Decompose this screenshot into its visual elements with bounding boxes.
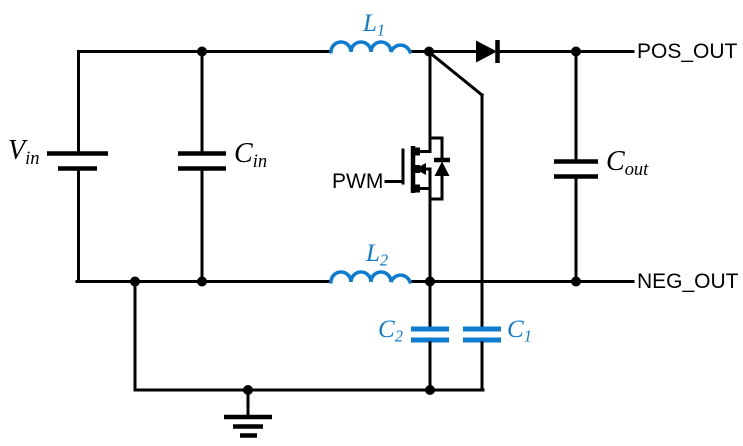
neg-out-net-label: NEG_OUT bbox=[637, 270, 739, 293]
c1-label: C1 bbox=[507, 316, 532, 346]
junction-dots bbox=[130, 46, 581, 395]
output-capacitor-symbol bbox=[554, 50, 598, 283]
capacitor-c2-symbol bbox=[411, 280, 449, 392]
vin-label: Vin bbox=[8, 135, 40, 169]
capacitor-c1-symbol bbox=[463, 326, 501, 392]
inductor-l2-symbol bbox=[329, 270, 412, 284]
pwm-label: PWM bbox=[332, 170, 384, 193]
dc-source-symbol bbox=[47, 50, 108, 283]
inductor-l1-symbol bbox=[329, 40, 412, 54]
cout-label: Cout bbox=[606, 146, 649, 180]
input-capacitor-symbol bbox=[178, 50, 226, 283]
ground-symbol bbox=[224, 388, 272, 438]
pos-out-net-label: POS_OUT bbox=[637, 40, 738, 63]
c2-label: C2 bbox=[378, 316, 403, 346]
mosfet-symbol bbox=[384, 50, 450, 283]
diode-symbol bbox=[476, 40, 500, 63]
cin-label: Cin bbox=[234, 138, 268, 172]
l2-label: L2 bbox=[366, 240, 389, 270]
l1-label: L1 bbox=[363, 10, 386, 40]
switch-node-diagonal-wire bbox=[426, 49, 485, 329]
